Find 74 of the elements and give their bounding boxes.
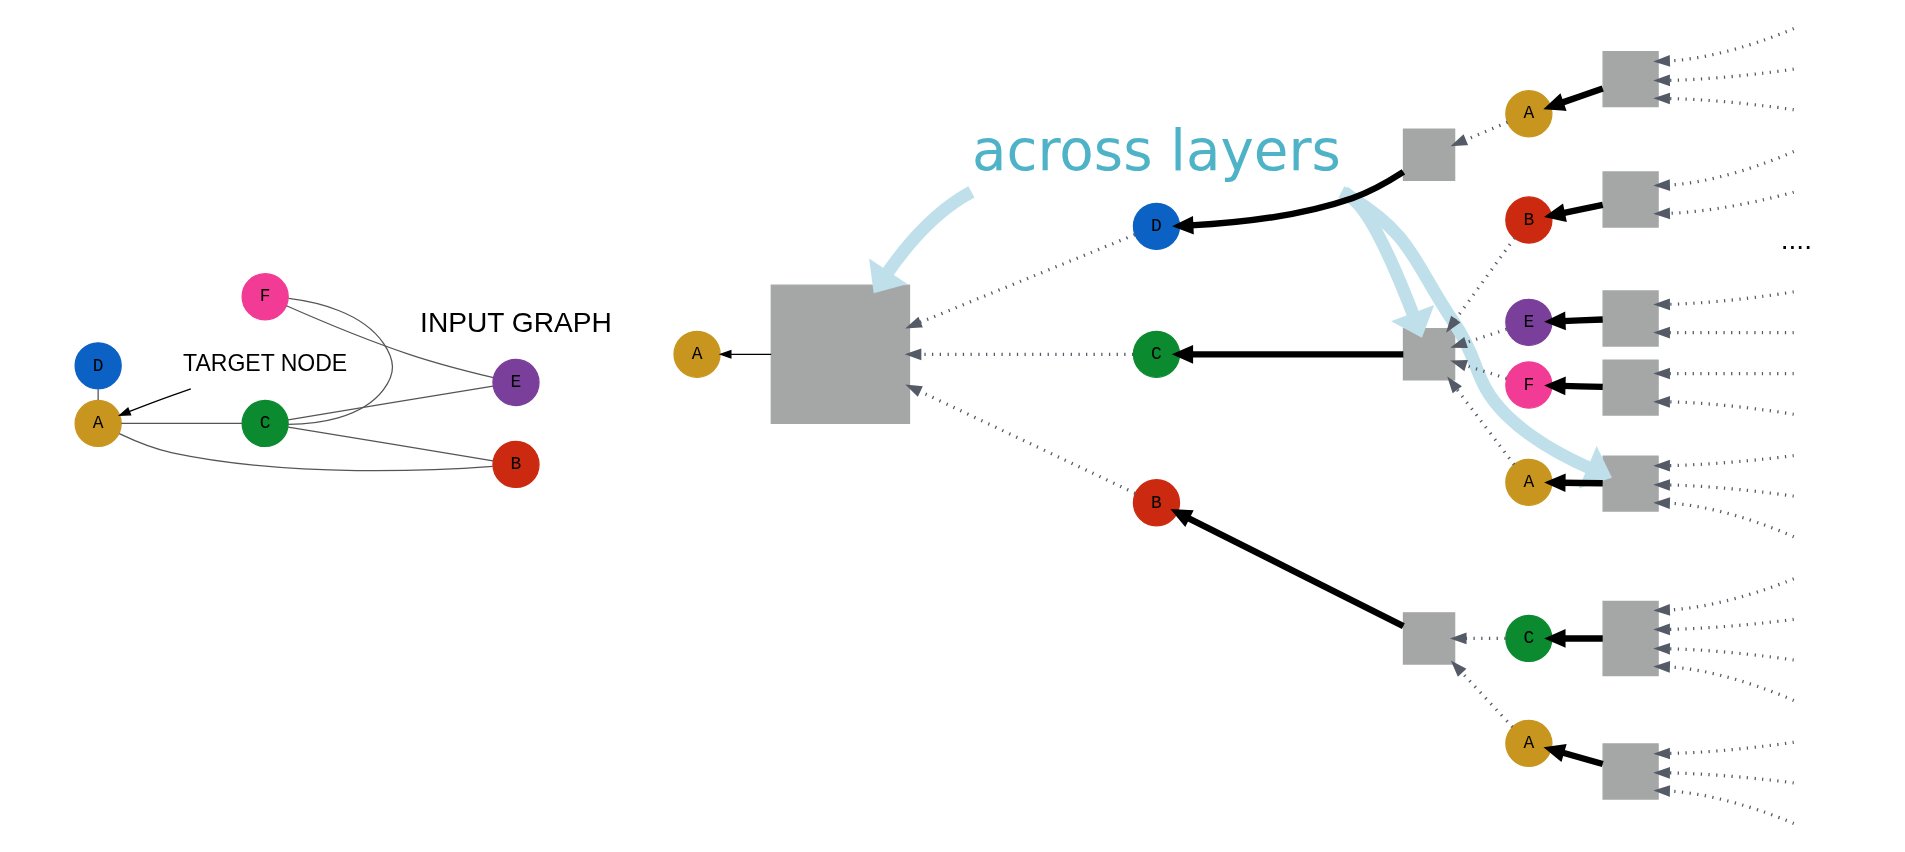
arrow xyxy=(868,186,975,294)
arrow xyxy=(1450,660,1514,729)
arrow xyxy=(1652,661,1794,702)
arrow xyxy=(1542,743,1604,768)
node-circle: A xyxy=(672,330,721,378)
arrow xyxy=(1543,311,1603,331)
arrow xyxy=(1652,642,1794,662)
arrow xyxy=(1542,85,1604,111)
arrow xyxy=(1652,767,1794,785)
arrow xyxy=(1169,509,1405,630)
connector xyxy=(287,426,494,462)
node-box xyxy=(1402,612,1455,665)
arrow xyxy=(1652,190,1794,220)
arrow xyxy=(1446,376,1515,466)
node-text: TARGET NODE xyxy=(182,350,347,377)
arrow xyxy=(1445,237,1516,333)
arrow xyxy=(1652,27,1794,67)
node-box xyxy=(770,284,910,425)
arrow xyxy=(1449,120,1508,147)
connector xyxy=(285,305,494,379)
arrow xyxy=(1652,740,1794,760)
arrow xyxy=(1652,497,1794,539)
node-circle: F xyxy=(1504,361,1553,409)
arrow xyxy=(1543,473,1603,493)
arrow xyxy=(1652,454,1794,472)
node-circle: B xyxy=(1504,196,1553,244)
node-circle: C xyxy=(1504,614,1553,663)
node-text: across layers xyxy=(971,118,1341,184)
connector xyxy=(120,422,243,425)
arrow xyxy=(1652,785,1794,825)
node-box xyxy=(1402,128,1455,181)
arrow xyxy=(1171,169,1405,235)
node-circle: B xyxy=(491,440,540,489)
connector xyxy=(287,385,494,421)
node-circle: D xyxy=(1132,202,1180,251)
connector xyxy=(118,433,493,472)
arrow xyxy=(1652,479,1794,498)
arrow xyxy=(1652,67,1794,87)
arrow xyxy=(1449,360,1507,380)
arrow xyxy=(1652,577,1794,616)
arrow xyxy=(1171,344,1403,364)
node-circle: E xyxy=(491,358,540,407)
node-circle: E xyxy=(1504,298,1553,346)
arrow xyxy=(904,233,1135,329)
arrow xyxy=(1337,186,1612,489)
node-circle: F xyxy=(241,273,289,321)
connector xyxy=(287,297,393,425)
node-circle: A xyxy=(74,399,122,448)
arrow xyxy=(1652,150,1794,191)
arrow xyxy=(117,388,191,416)
arrow xyxy=(718,349,772,359)
arrow xyxy=(1652,326,1794,339)
arrow xyxy=(1652,617,1794,636)
arrow xyxy=(1543,629,1603,648)
label: INPUT GRAPH xyxy=(419,307,612,339)
node-circle: A xyxy=(1504,719,1553,768)
arrow xyxy=(1543,201,1603,222)
arrow xyxy=(1543,376,1603,396)
node-box xyxy=(1402,328,1455,381)
label: .... xyxy=(1780,223,1812,255)
node-circle: A xyxy=(1504,458,1553,506)
node-circle: C xyxy=(1132,330,1180,378)
arrow xyxy=(1652,290,1794,311)
arrow xyxy=(1652,92,1794,112)
arrow xyxy=(904,384,1136,495)
arrow xyxy=(1449,632,1505,645)
arrow xyxy=(1652,396,1794,416)
node-circle: B xyxy=(1132,479,1180,527)
arrow xyxy=(904,348,1133,361)
node-circle: D xyxy=(74,342,122,390)
node-circle: C xyxy=(241,399,289,448)
arrow xyxy=(1449,327,1507,349)
node-circle: A xyxy=(1504,90,1553,138)
arrow xyxy=(1652,367,1794,380)
